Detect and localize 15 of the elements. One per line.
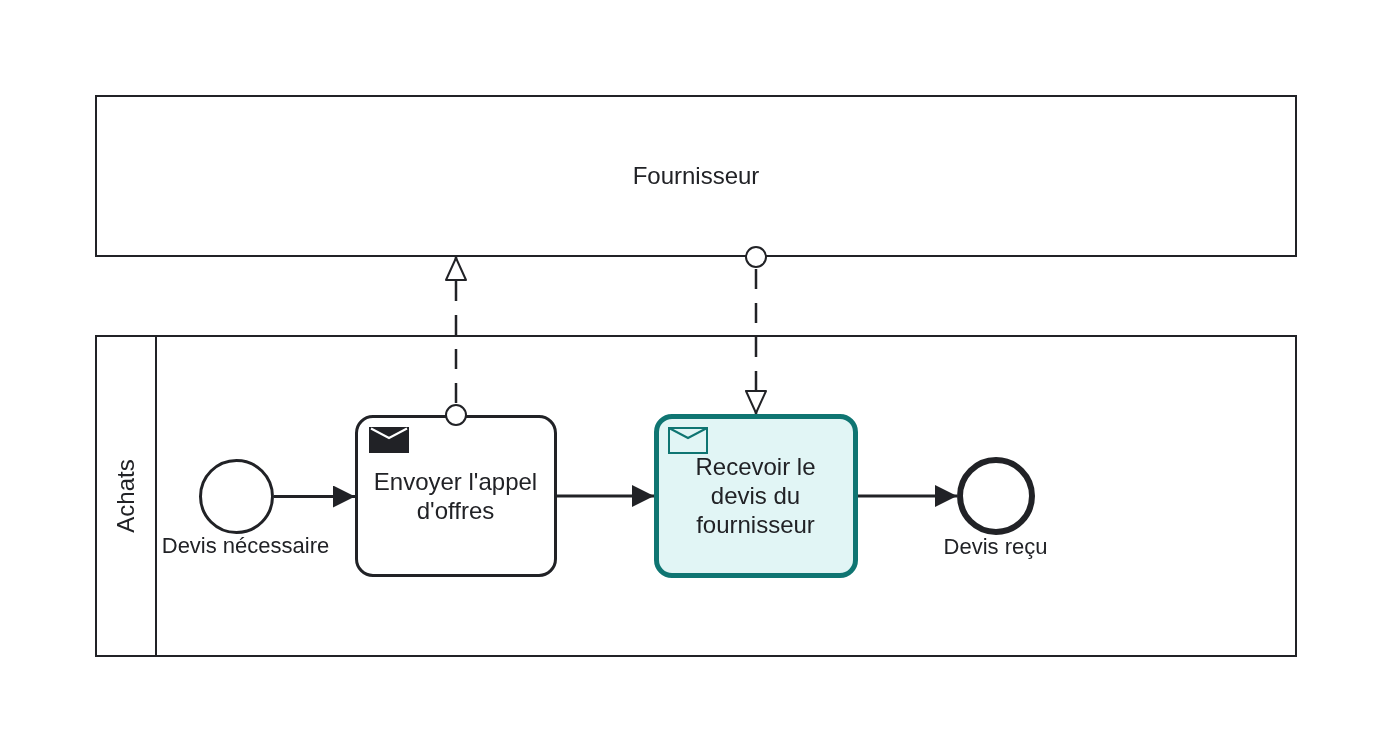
sequence-flow-arrow (858, 485, 957, 507)
message-flow-arrow (745, 246, 767, 414)
sequence-flow-arrow (274, 485, 355, 508)
event-label: Devis nécessaire (161, 533, 330, 558)
sequence-flow-arrow (557, 485, 654, 507)
pool (95, 95, 1297, 257)
task-label: Envoyer l'appel d'offres (372, 466, 539, 525)
pool-label: Fournisseur (632, 162, 760, 190)
message-flow-arrow (445, 257, 467, 426)
task-label: Recevoir le devis du fournisseur (694, 452, 817, 539)
pool (95, 335, 1297, 657)
pool-label: Achats (112, 459, 140, 533)
event-label: Devis reçu (943, 534, 1048, 559)
task-box (354, 414, 557, 577)
task-box (653, 413, 858, 578)
